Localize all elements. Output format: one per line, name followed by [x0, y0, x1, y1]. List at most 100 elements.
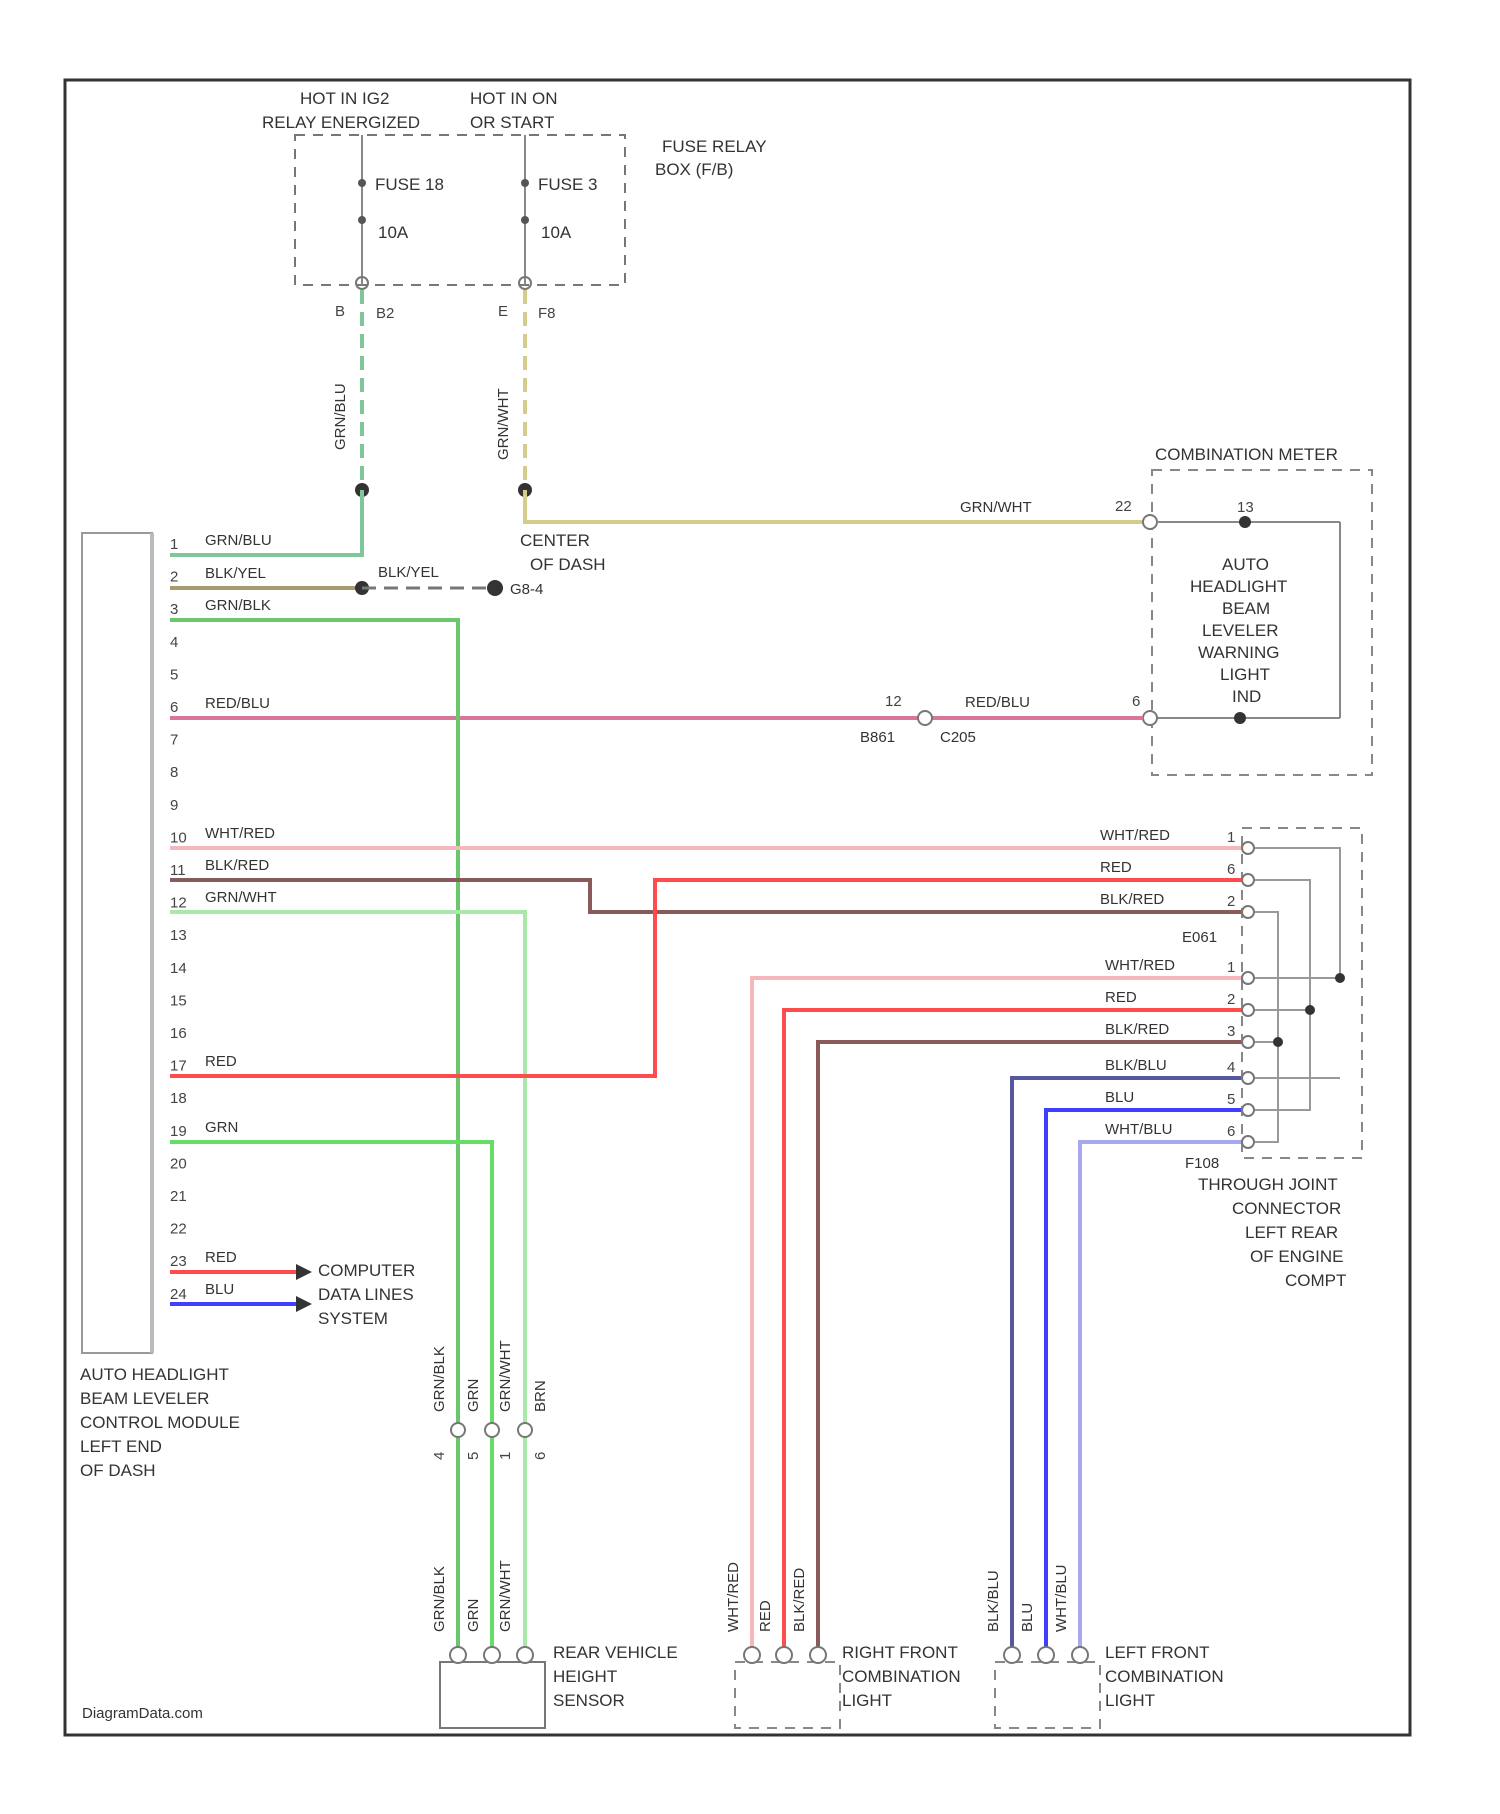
data-lines-3: SYSTEM — [318, 1309, 388, 1328]
lfcl-wires-vertical-label: WHT/BLU — [1053, 1565, 1070, 1633]
control-module-name-5: OF DASH — [80, 1461, 156, 1480]
control-module-pin-5: 5 — [170, 666, 178, 683]
joint-lower-terminal — [1242, 1072, 1254, 1084]
joint-node-2 — [1305, 1005, 1315, 1015]
lfcl-name-3: LIGHT — [1105, 1691, 1155, 1710]
sensor-top-pin-label: 5 — [465, 1452, 482, 1460]
pin6-wire-label: RED/BLU — [205, 695, 270, 712]
fuse-box-title-line2: BOX (F/B) — [655, 160, 733, 179]
lfcl-pin-3 — [1072, 1647, 1088, 1663]
joint-name-6: COMPT — [1285, 1271, 1346, 1290]
fuse-box-title-line1: FUSE RELAY — [662, 137, 767, 156]
arrow-pin24 — [296, 1296, 312, 1312]
indicator-line-5: WARNING — [1198, 643, 1280, 662]
control-module-pin-17: 17 — [170, 1058, 187, 1075]
pin23-wire-label: RED — [205, 1249, 237, 1266]
sensor-top-pin-label: 6 — [532, 1452, 549, 1460]
meter-pin-22-label: 22 — [1115, 498, 1132, 515]
rfcl-name-1: RIGHT FRONT — [842, 1643, 958, 1662]
hot2-label-line1: HOT IN ON — [470, 89, 558, 108]
sensor-top-pin-label: 4 — [431, 1452, 448, 1460]
joint-connector-pins: 1WHT/RED6RED2BLK/RED1WHT/RED2RED3BLK/RED… — [1100, 827, 1254, 1148]
inline-connector-red-blu — [918, 711, 932, 725]
lfcl-pin-2 — [1038, 1647, 1054, 1663]
joint-lower-pin-label: 2 — [1227, 991, 1235, 1008]
control-module-pin-21: 21 — [170, 1188, 187, 1205]
rfcl-outline — [735, 1662, 840, 1728]
joint-lower-terminal — [1242, 1036, 1254, 1048]
meter-internal-node-top — [1239, 516, 1251, 528]
joint-lower-pin-label: 4 — [1227, 1059, 1235, 1076]
pin3-wire-label: GRN/BLK — [205, 597, 271, 614]
control-module-pin-10: 10 — [170, 829, 187, 846]
control-module-pin-19: 19 — [170, 1123, 187, 1140]
fuse3-name: FUSE 3 — [538, 175, 598, 194]
joint-name-5: OF ENGINE — [1250, 1247, 1344, 1266]
sensor-top-wire-label: BRN — [532, 1380, 549, 1412]
pin2-wire-label: BLK/YEL — [205, 565, 266, 582]
joint-node-3 — [1273, 1037, 1283, 1047]
sensor-pin-2 — [484, 1647, 500, 1663]
sensor-top-wire-label: GRN/WHT — [497, 1340, 514, 1412]
sensor-name-3: SENSOR — [553, 1691, 625, 1710]
control-module-pin-3: 3 — [170, 601, 178, 618]
pin12-wire-label: GRN/WHT — [205, 889, 277, 906]
control-module-pin-11: 11 — [170, 862, 186, 879]
sensor-inline-terminal — [451, 1423, 465, 1437]
joint-name-2: THROUGH JOINT — [1198, 1175, 1338, 1194]
sensor-bottom-vertical-label: GRN/BLK — [431, 1566, 448, 1632]
joint-upper-terminal — [1242, 874, 1254, 886]
rfcl-name-2: COMBINATION — [842, 1667, 961, 1686]
pin11-wire-label: BLK/RED — [205, 857, 269, 874]
joint-upper-pin-label: 2 — [1227, 893, 1235, 910]
control-module-pin-2: 2 — [170, 569, 178, 586]
control-module-pin-22: 22 — [170, 1221, 187, 1238]
joint-lower-wire-label: BLK/BLU — [1105, 1057, 1167, 1074]
control-module-pin-23: 23 — [170, 1253, 187, 1270]
wire-blk-red-pin11 — [170, 880, 1242, 912]
control-module-pin-4: 4 — [170, 634, 178, 651]
hot1-label-line1: HOT IN IG2 — [300, 89, 389, 108]
inline-pin-label: 12 — [885, 693, 902, 710]
control-module — [82, 533, 152, 1353]
indicator-line-2: HEADLIGHT — [1190, 577, 1287, 596]
joint-upper-label: E061 — [1182, 929, 1217, 946]
sensor-pin-1 — [450, 1647, 466, 1663]
sensor-name-2: HEIGHT — [553, 1667, 617, 1686]
joint-name-3: CONNECTOR — [1232, 1199, 1341, 1218]
diagram-frame — [65, 80, 1410, 1735]
rfcl-wires-vertical-label: WHT/RED — [725, 1562, 742, 1632]
sensor-top-wire-label: GRN/BLK — [431, 1346, 448, 1412]
ground-label: G8-4 — [510, 581, 543, 598]
joint-lower-pin-label: 3 — [1227, 1023, 1235, 1040]
joint-lower-terminal — [1242, 1136, 1254, 1148]
joint-upper-wire-label: WHT/RED — [1100, 827, 1170, 844]
fuse18-name: FUSE 18 — [375, 175, 444, 194]
meter-pin-13-label: 13 — [1237, 499, 1254, 516]
control-module-pin-13: 13 — [170, 927, 187, 944]
fuse3-pin-label: E — [498, 303, 508, 320]
arrow-pin23 — [296, 1264, 312, 1280]
fuse3-terminal-top — [521, 179, 529, 187]
fuse18-rating: 10A — [378, 223, 409, 242]
wire-wht-blu-lfcl — [1080, 1142, 1242, 1648]
inline-left-label: B861 — [860, 729, 895, 746]
joint-upper-pin-label: 6 — [1227, 861, 1235, 878]
meter-pin-22 — [1143, 515, 1157, 529]
lfcl-name-2: COMBINATION — [1105, 1667, 1224, 1686]
control-module-body — [82, 533, 152, 1353]
fuse18-wire-vertical-label: GRN/BLU — [332, 383, 349, 450]
sensor-top-wire-label: GRN — [465, 1379, 482, 1412]
lfcl-wires-vertical-label: BLK/BLU — [985, 1570, 1002, 1632]
rfcl-wires-vertical-label: BLK/RED — [791, 1568, 808, 1632]
joint-lower-pin-label: 6 — [1227, 1123, 1235, 1140]
control-module-pin-8: 8 — [170, 764, 178, 781]
joint-name-4: LEFT REAR — [1245, 1223, 1338, 1242]
data-lines-1: COMPUTER — [318, 1261, 415, 1280]
control-module-pin-15: 15 — [170, 992, 187, 1009]
control-module-name-3: CONTROL MODULE — [80, 1413, 240, 1432]
rfcl-name-3: LIGHT — [842, 1691, 892, 1710]
indicator-line-6: LIGHT — [1220, 665, 1270, 684]
joint-lower-wire-label: WHT/BLU — [1105, 1121, 1173, 1138]
